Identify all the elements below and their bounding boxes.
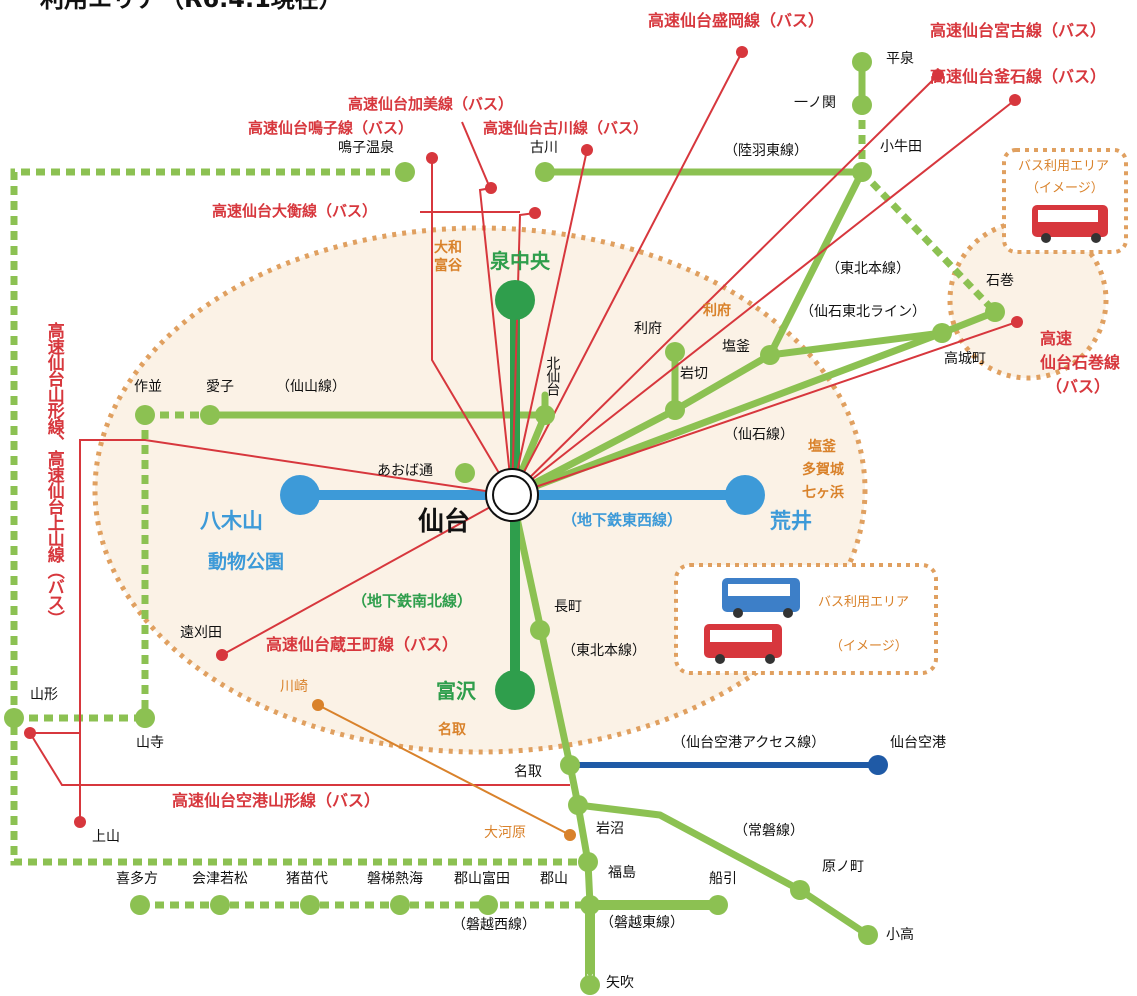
station-aobadori: あおば通 <box>377 463 433 479</box>
line-rikuu-east: （陸羽東線） <box>724 143 808 159</box>
bus-route-furukawa: 高速仙台古川線（バス） <box>483 119 649 137</box>
bus-route-ishinomaki-3: （バス） <box>1046 377 1111 396</box>
station-ishinomaki: 石巻 <box>986 273 1014 289</box>
station-natori: 名取 <box>514 764 542 780</box>
line-banetsu-west: （磐越西線） <box>452 917 536 933</box>
bus-route-kamaishi: 高速仙台釜石線（バス） <box>930 67 1107 86</box>
station-ichinoseki: 一ノ関 <box>794 95 836 111</box>
station-okawara: 大河原 <box>484 825 526 841</box>
station-sakunami: 作並 <box>134 379 162 395</box>
line-tozai: （地下鉄東西線） <box>562 511 683 529</box>
izumichuo-dot <box>495 280 535 320</box>
kawasaki-line <box>317 704 571 836</box>
line-banetsu-east: （磐越東線） <box>600 915 684 931</box>
bus-lines <box>29 51 1018 822</box>
tomizawa-dot <box>495 670 535 710</box>
terminal-izumichuo: 泉中央 <box>490 249 550 273</box>
area-yamato-tomiya: 大和富谷 <box>434 240 462 274</box>
area-natori: 名取 <box>438 722 466 738</box>
station-iwakiri: 岩切 <box>680 366 708 382</box>
line-joban: （常磐線） <box>734 823 804 839</box>
arai-dot <box>725 475 765 515</box>
area-rifu: 利府 <box>703 303 731 319</box>
station-takagimachi: 高城町 <box>944 351 986 367</box>
bus-route-zao: 高速仙台蔵王町線（バス） <box>266 635 459 654</box>
yagiyama-dot <box>280 475 320 515</box>
bus-icon <box>704 624 782 664</box>
station-tokatta: 遠刈田 <box>180 625 222 641</box>
station-bandaiatami: 磐梯熱海 <box>367 871 423 887</box>
station-yabuki: 矢吹 <box>606 975 634 991</box>
station-sendai-airport: 仙台空港 <box>890 735 946 751</box>
station-kawasaki: 川崎 <box>280 679 308 695</box>
ishinomaki-area <box>947 219 1109 381</box>
station-rifu: 利府 <box>634 321 662 337</box>
legend-bus-area-1b: （イメージ） <box>1026 181 1104 196</box>
terminal-tomizawa: 富沢 <box>436 679 476 703</box>
station-koriyama: 郡山 <box>540 871 568 887</box>
bus-route-morioka: 高速仙台盛岡線（バス） <box>648 11 825 30</box>
bus-route-miyako: 高速仙台宮古線（バス） <box>930 21 1107 40</box>
bus-icon <box>1032 205 1108 243</box>
line-senzan: （仙山線） <box>276 379 346 395</box>
bus-route-naruko: 高速仙台鳴子線（バス） <box>248 119 414 137</box>
station-kogota: 小牛田 <box>880 139 922 155</box>
station-furukawa: 古川 <box>530 140 558 156</box>
bus-route-kami: 高速仙台加美線（バス） <box>348 95 514 113</box>
station-yamadera: 山寺 <box>136 735 164 751</box>
station-kitakata: 喜多方 <box>116 871 158 887</box>
station-haranomachi: 原ノ町 <box>822 859 864 875</box>
station-nagamachi: 長町 <box>554 599 582 615</box>
legend-bus-area-2b: （イメージ） <box>830 639 908 654</box>
legend-bus-area-1: バス利用エリア <box>1018 159 1110 174</box>
line-namboku: （地下鉄南北線） <box>352 592 473 610</box>
station-koriyamatomita: 郡山富田 <box>454 871 510 887</box>
station-narukoonsen: 鳴子温泉 <box>338 140 394 156</box>
terminal-yagiyama-2: 動物公園 <box>208 551 285 573</box>
bus-route-yamagata: 高速仙台山形線、高速仙台上山線（バス） <box>43 322 64 626</box>
line-senseki-tohoku: （仙石東北ライン） <box>800 304 926 320</box>
station-inawashiro: 猪苗代 <box>286 871 328 887</box>
sendai-hub-inner <box>492 475 532 515</box>
bus-route-ishinomaki-1: 高速 <box>1040 329 1073 348</box>
station-kaminoyama: 上山 <box>92 829 120 845</box>
area-shiogama-2: 多賀城 <box>802 462 844 478</box>
bus-terminals <box>24 46 1023 828</box>
okawara-dot <box>564 829 576 841</box>
station-odaka: 小高 <box>886 927 914 943</box>
line-senseki: （仙石線） <box>724 427 794 443</box>
bus-route-ohira: 高速仙台大衡線（バス） <box>212 202 378 220</box>
double-lines <box>585 900 718 990</box>
station-shiogama: 塩釜 <box>722 339 750 355</box>
terminal-arai: 荒井 <box>770 509 812 533</box>
station-hiraizumi: 平泉 <box>886 51 914 67</box>
area-shiogama-3: 七ヶ浜 <box>802 485 844 501</box>
station-funehiki: 船引 <box>709 871 737 887</box>
station-ayashi: 愛子 <box>206 379 234 395</box>
line-airport-access: （仙台空港アクセス線） <box>672 735 826 751</box>
jr-stations <box>4 52 1005 995</box>
page-title: 利用エリア（R6.4.1現在） <box>40 0 343 12</box>
station-aizuwakamatsu: 会津若松 <box>192 871 248 887</box>
bus-icon <box>722 578 800 618</box>
airport-dot <box>868 755 888 775</box>
line-tohoku-main-south: （東北本線） <box>562 643 646 659</box>
bus-route-ishinomaki-2: 仙台石巻線 <box>1040 353 1121 372</box>
legend-bus-area-2: バス利用エリア <box>818 595 910 610</box>
station-kitasendai: 北仙台 <box>544 356 561 395</box>
station-yamagata: 山形 <box>30 687 58 703</box>
area-shiogama-1: 塩釜 <box>808 439 836 455</box>
station-iwanuma: 岩沼 <box>596 821 624 837</box>
kawasaki-dot <box>312 699 324 711</box>
line-tohoku-main-north: （東北本線） <box>826 261 910 277</box>
station-sendai: 仙台 <box>418 507 471 537</box>
terminal-yagiyama-1: 八木山 <box>200 509 263 533</box>
station-fukushima: 福島 <box>608 865 636 881</box>
bus-route-airport-yamagata: 高速仙台空港山形線（バス） <box>172 791 381 810</box>
